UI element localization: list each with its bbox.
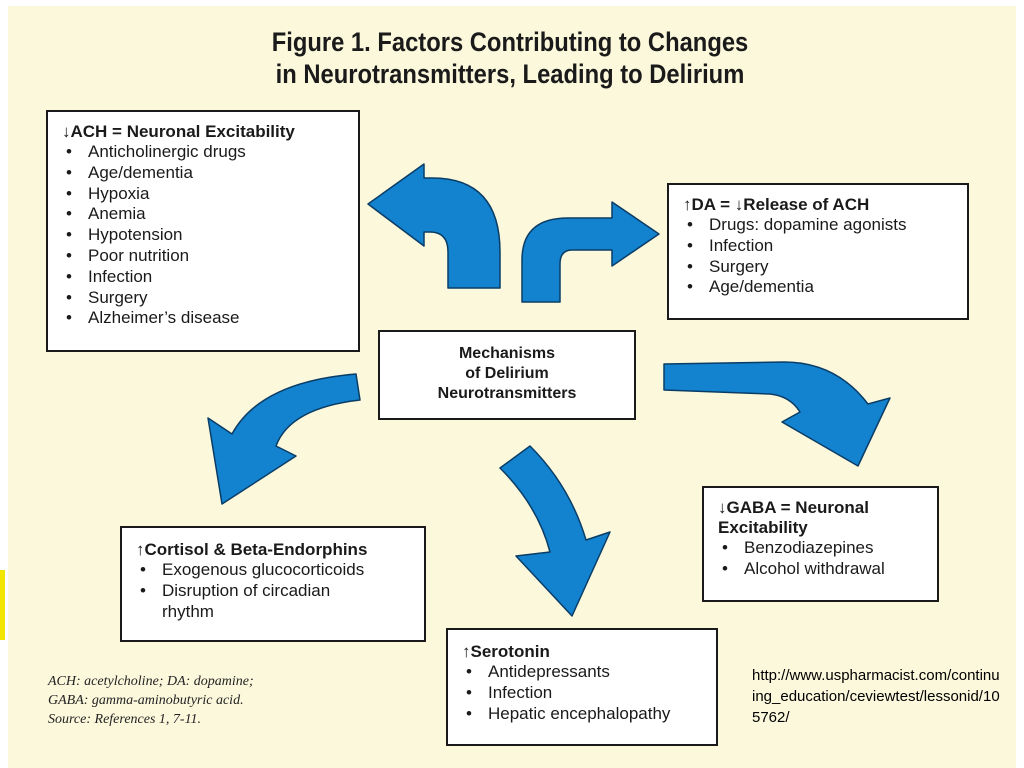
center-line-1: Mechanisms <box>458 345 556 362</box>
list-item: Age/dementia <box>62 163 348 184</box>
serotonin-heading-text: Serotonin <box>470 642 550 661</box>
list-item: Alzheimer’s disease <box>62 308 348 329</box>
slide-left-margin <box>0 0 7 768</box>
cortisol-box-heading: ↑Cortisol & Beta-Endorphins <box>136 540 416 560</box>
gaba-box-heading: ↓GABA = Neuronal Excitability <box>718 498 918 538</box>
list-item: Infection <box>62 267 348 288</box>
arrow-to-serotonin <box>499 445 611 617</box>
arrow-to-cortisol <box>207 373 361 505</box>
mechanisms-center-box: Mechanisms of Delirium Neurotransmitters <box>378 330 636 420</box>
cortisol-factor-list: Exogenous glucocorticoids Disruption of … <box>136 560 416 622</box>
up-arrow-icon: ↑ <box>683 195 692 214</box>
list-item: Exogenous glucocorticoids <box>136 560 416 581</box>
da-box-heading: ↑DA = ↓Release of ACH <box>683 195 959 215</box>
up-arrow-icon: ↑ <box>136 540 145 559</box>
da-factor-list: Drugs: dopamine agonists Infection Surge… <box>683 215 959 298</box>
serotonin-factor-list: Antidepressants Infection Hepatic enceph… <box>462 662 708 724</box>
legend-line-1: ACH: acetylcholine; DA: dopamine; <box>48 674 254 689</box>
arrow-to-da <box>521 201 660 303</box>
abbreviation-legend: ACH: acetylcholine; DA: dopamine; GABA: … <box>48 672 254 729</box>
list-item: Disruption of circadian rhythm <box>136 581 352 623</box>
da-factor-box: ↑DA = ↓Release of ACH Drugs: dopamine ag… <box>667 183 969 320</box>
center-line-3: Neurotransmitters <box>437 385 577 402</box>
ach-factor-list: Anticholinergic drugs Age/dementia Hypox… <box>62 142 348 329</box>
up-arrow-icon: ↑ <box>462 642 471 661</box>
down-arrow-icon: ↓ <box>718 498 727 517</box>
list-item: Age/dementia <box>683 277 959 298</box>
source-url: http://www.uspharmacist.com/continuing_e… <box>752 667 1000 726</box>
list-item: Benzodiazepines <box>718 538 929 559</box>
list-item: Infection <box>462 683 708 704</box>
list-item: Anemia <box>62 204 348 225</box>
arrow-to-gaba <box>663 361 891 467</box>
list-item: Hypotension <box>62 225 348 246</box>
cortisol-heading-text: Cortisol & Beta-Endorphins <box>144 540 368 559</box>
figure-title-line-2: in Neurotransmitters, Leading to Deliriu… <box>275 59 745 89</box>
list-item: Poor nutrition <box>62 246 348 267</box>
list-item: Surgery <box>683 257 959 278</box>
cortisol-factor-box: ↑Cortisol & Beta-Endorphins Exogenous gl… <box>120 526 426 642</box>
ach-factor-box: ↓ACH = Neuronal Excitability Anticholine… <box>46 110 360 352</box>
gaba-factor-list: Benzodiazepines Alcohol withdrawal <box>718 538 929 580</box>
serotonin-box-heading: ↑Serotonin <box>462 642 708 662</box>
list-item: Drugs: dopamine agonists <box>683 215 959 236</box>
slide-accent-bar <box>0 570 5 640</box>
serotonin-factor-box: ↑Serotonin Antidepressants Infection Hep… <box>446 628 718 746</box>
list-item: Anticholinergic drugs <box>62 142 348 163</box>
list-item: Infection <box>683 236 959 257</box>
figure-title: Figure 1. Factors Contributing to Change… <box>202 26 818 90</box>
legend-line-3: Source: References 1, 7-11. <box>48 712 202 727</box>
gaba-heading-text: GABA = Neuronal Excitability <box>718 498 869 537</box>
center-line-2: of Delirium <box>465 365 549 382</box>
down-arrow-icon: ↓ <box>62 122 71 141</box>
ach-box-heading: ↓ACH = Neuronal Excitability <box>62 122 348 142</box>
gaba-factor-box: ↓GABA = Neuronal Excitability Benzodiaze… <box>702 486 939 602</box>
list-item: Hypoxia <box>62 184 348 205</box>
da-heading-text: DA = ↓Release of ACH <box>691 195 870 214</box>
list-item: Hepatic encephalopathy <box>462 704 708 725</box>
arrow-to-ach <box>367 163 501 289</box>
figure-title-line-1: Figure 1. Factors Contributing to Change… <box>271 27 749 57</box>
list-item: Antidepressants <box>462 662 708 683</box>
legend-line-2: GABA: gamma-aminobutyric acid. <box>48 693 244 708</box>
list-item: Alcohol withdrawal <box>718 559 929 580</box>
ach-heading-text: ACH = Neuronal Excitability <box>70 122 295 141</box>
list-item: Surgery <box>62 288 348 309</box>
